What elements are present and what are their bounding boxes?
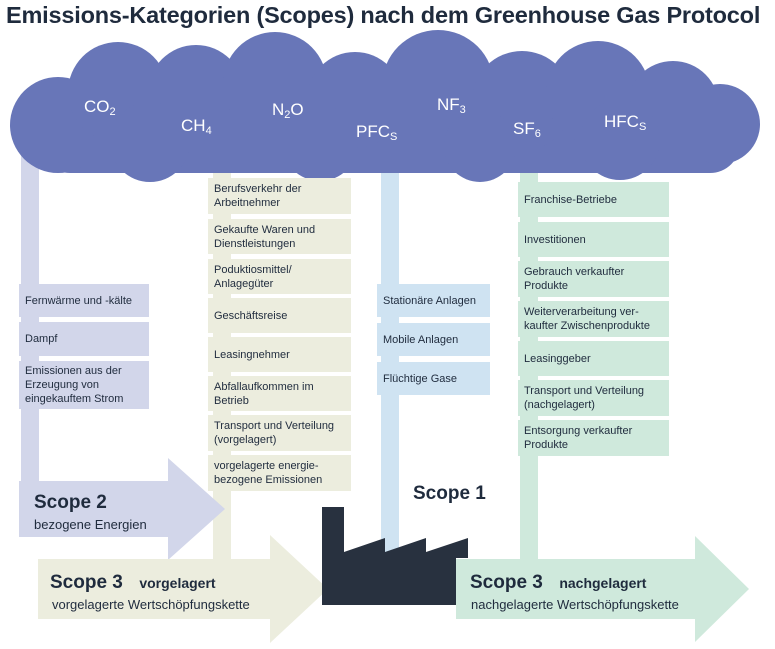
scope3-upstream-item: Leasingnehmer bbox=[208, 337, 351, 372]
gas-label: SF6 bbox=[513, 119, 541, 140]
scope1-item: Stationäre Anlagen bbox=[377, 284, 490, 317]
scope3-upstream-item: Gekaufte Waren und Dienstleistungen bbox=[208, 219, 351, 254]
scope3-downstream-item: Leasinggeber bbox=[518, 341, 669, 376]
scope3-downstream-item: Gebrauch verkaufter Produkte bbox=[518, 261, 669, 297]
scope1-item: Flüchtige Gase bbox=[377, 362, 490, 395]
scope2-title: Scope 2 bbox=[34, 492, 107, 513]
gas-label: NF3 bbox=[437, 95, 466, 116]
scope3-upstream-arrow bbox=[38, 535, 328, 643]
scope3-upstream-item: Poduktiosmittel/ Anlagegüter bbox=[208, 259, 351, 294]
scope3-upstream-tag: vorgelagert bbox=[139, 575, 216, 591]
scope3-downstream-item: Franchise-Betriebe bbox=[518, 182, 669, 217]
gas-label: CO2 bbox=[84, 97, 116, 118]
gas-label: CH4 bbox=[181, 116, 212, 137]
gas-label: N2O bbox=[272, 100, 304, 121]
scope3-upstream-item: Berufsverkehr der Arbeitnehmer bbox=[208, 178, 351, 214]
scope2-subtitle: bezogene Energien bbox=[34, 517, 147, 532]
emissions-cloud bbox=[10, 30, 760, 182]
scope3-upstream-heading: Scope 3 vorgelagert bbox=[50, 572, 216, 594]
scope3-downstream-item: Transport und Verteilung (nachgelagert) bbox=[518, 380, 669, 416]
scope3-downstream-subtitle: nachgelagerte Wertschöpfungskette bbox=[471, 597, 679, 612]
scope2-item: Dampf bbox=[19, 322, 149, 356]
scope3-upstream-item: Abfallaufkommen im Betrieb bbox=[208, 376, 351, 411]
scope2-item: Fernwärme und -kälte bbox=[19, 284, 149, 317]
scope3-downstream-heading: Scope 3 nachgelagert bbox=[470, 572, 646, 594]
scope2-item: Emissionen aus der Erzeugung von eingeka… bbox=[19, 361, 149, 409]
scope2-arrow bbox=[19, 458, 225, 560]
scope1-item: Mobile Anlagen bbox=[377, 323, 490, 356]
scope3-upstream-title: Scope 3 bbox=[50, 572, 123, 593]
scope3-upstream-item: Transport und Verteilung (vorgelagert) bbox=[208, 415, 351, 451]
scope3-downstream-arrow bbox=[456, 536, 749, 642]
scope3-downstream-item: Weiterverarbeitung ver- kaufter Zwischen… bbox=[518, 301, 669, 337]
gas-label: HFCS bbox=[604, 112, 647, 133]
page-title: Emissions-Kategorien (Scopes) nach dem G… bbox=[6, 2, 761, 28]
scope3-downstream-title: Scope 3 bbox=[470, 572, 543, 593]
factory-shape bbox=[322, 507, 468, 605]
scope3-downstream-tag: nachgelagert bbox=[559, 575, 647, 591]
scope3-downstream-item: Entsorgung verkaufter Produkte bbox=[518, 420, 669, 456]
scope3-downstream-item: Investitionen bbox=[518, 222, 669, 257]
scope3-upstream-subtitle: vorgelagerte Wertschöpfungskette bbox=[52, 597, 250, 612]
scope3-upstream-item: vorgelagerte energie- bezogene Emissione… bbox=[208, 455, 351, 491]
scope1-stem bbox=[381, 160, 399, 555]
scope3-upstream-item: Geschäftsreise bbox=[208, 298, 351, 333]
scope1-title: Scope 1 bbox=[413, 483, 486, 504]
gas-label: PFCS bbox=[356, 122, 398, 143]
